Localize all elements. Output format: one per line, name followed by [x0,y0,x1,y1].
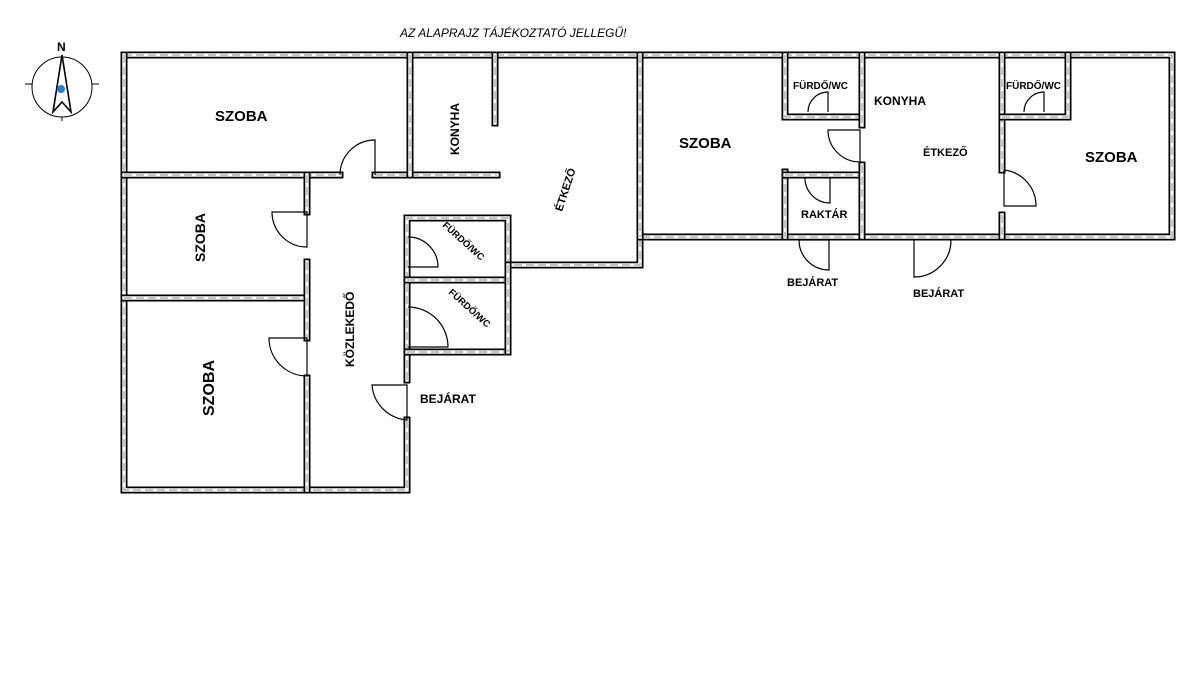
walls [120,51,1176,494]
room-label: BEJÁRAT [787,276,838,289]
wall-segment [784,55,862,118]
room-label: ÉTKEZŐ [923,146,968,159]
compass-dot [57,85,65,93]
door-icon [798,239,830,271]
door-icon [807,91,829,113]
room-label: FÜRDŐ/WC [446,286,493,330]
room-label: ÉTKEZŐ [552,166,578,213]
room-label: FÜRDŐ/WC [793,79,848,92]
door-icon [339,139,376,176]
door-icon [804,177,831,204]
room-label: KONYHA [448,103,462,155]
room-label: RAKTÁR [801,208,847,221]
door-icon [268,337,308,377]
door-icon [371,384,408,421]
wall-segment [123,55,408,491]
room-label: SZOBA [1085,149,1138,166]
room-label: FÜRDŐ/WC [440,219,487,263]
room-label: SZOBA [679,135,732,152]
room-label: BEJÁRAT [420,391,476,406]
wall-segment [1002,55,1069,118]
north-compass-icon: N [25,40,99,121]
room-label: KÖZLEKEDŐ [342,292,357,367]
door-icon [1023,91,1045,113]
door-icon [913,239,952,278]
disclaimer-note: AZ ALAPRAJZ TÁJÉKOZTATÓ JELLEGŰ! [399,25,627,40]
door-icon [271,211,308,248]
door-icon [827,129,861,163]
room-label: SZOBA [201,360,218,416]
room-label: KONYHA [874,94,926,108]
door-icon [407,236,439,268]
wall-segment [124,54,1173,355]
wall-segment [122,53,1174,357]
room-label: SZOBA [192,213,208,262]
doors [268,91,1045,421]
north-label: N [57,40,66,54]
door-icon [407,306,449,348]
wall-segment [120,51,1176,359]
room-label: BEJÁRAT [913,287,964,300]
door-icon [1003,169,1037,207]
room-label: SZOBA [215,108,268,125]
room-label: FÜRDŐ/WC [1006,79,1061,92]
room-labels: SZOBA SZOBA SZOBA KONYHA ÉTKEZŐ KÖZLEKED… [192,79,1138,416]
